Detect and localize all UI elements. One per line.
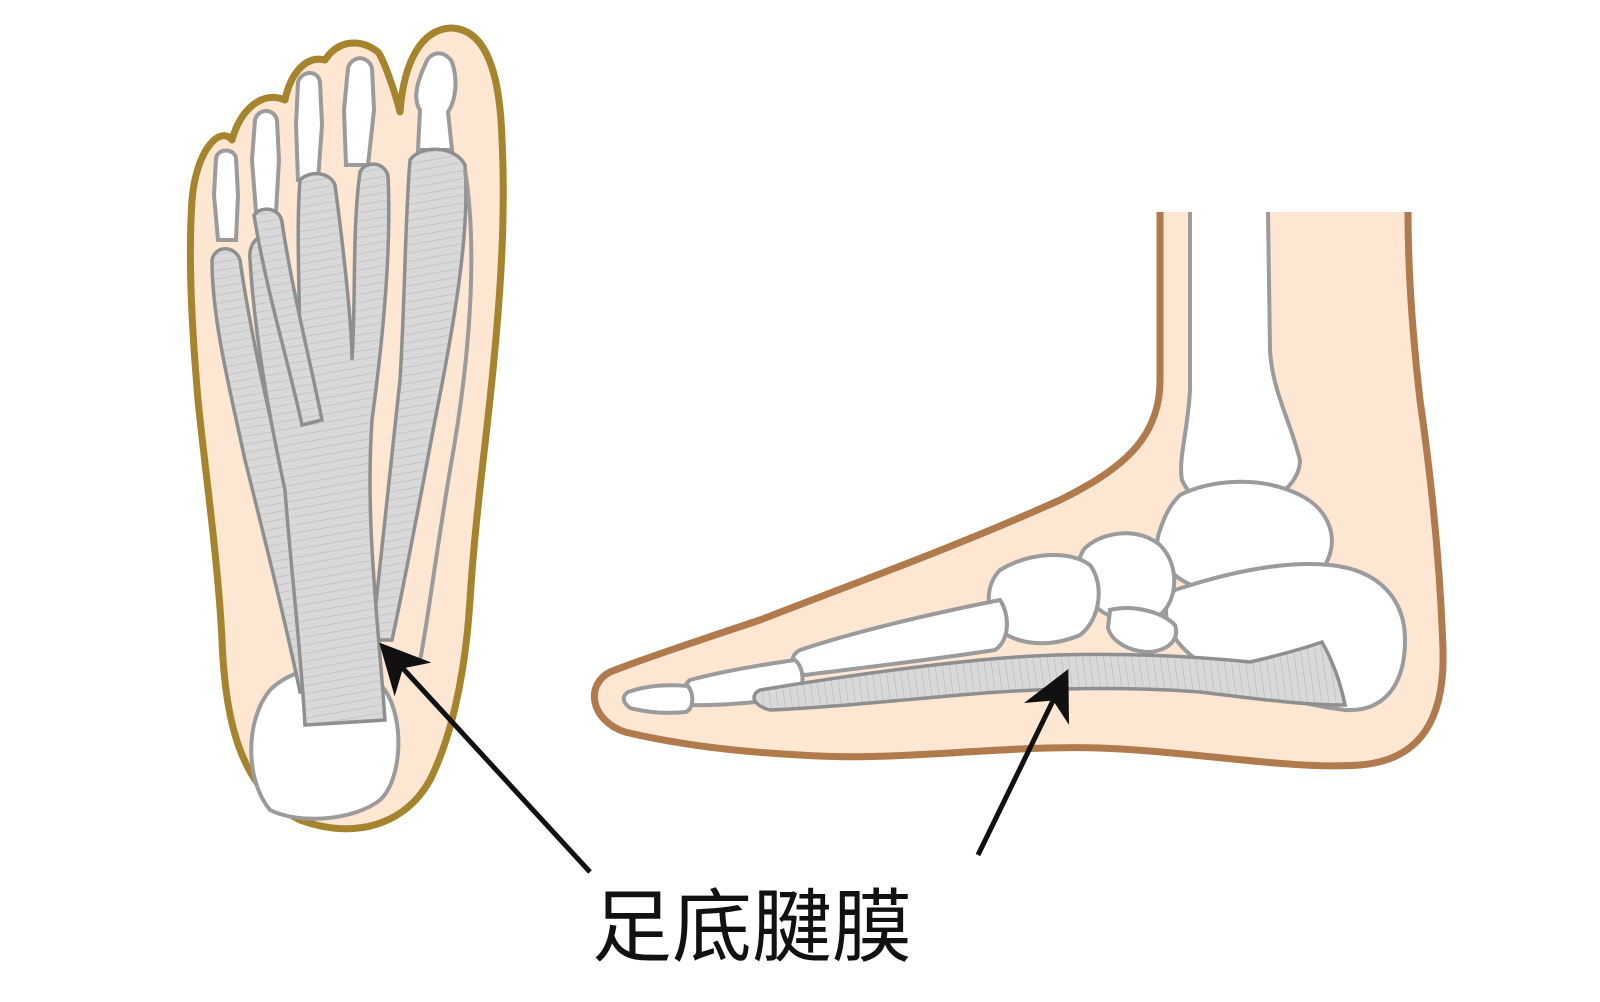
sole-view	[186, 24, 507, 833]
label-arrows	[379, 642, 1070, 874]
toe-bones	[211, 51, 458, 242]
leg-top-cover	[1150, 150, 1420, 212]
medial-edge	[418, 169, 474, 661]
toe-3-bone	[293, 71, 325, 182]
plantar-fascia-bands-sole	[210, 147, 468, 727]
toe-5-bone	[211, 148, 241, 242]
cuboid	[1105, 606, 1179, 655]
big-toe-bone	[414, 51, 458, 152]
toe-4-bone	[249, 109, 282, 214]
plantar-fascia-label: 足底腱膜	[592, 881, 912, 974]
toe-2-bone	[341, 56, 377, 167]
side-view	[591, 150, 1447, 770]
arrow-to-sole-fascia	[379, 642, 592, 874]
band-toe-4	[252, 207, 325, 428]
arrow-to-side-fascia	[975, 669, 1070, 857]
toe-phalanx-2	[621, 683, 695, 715]
